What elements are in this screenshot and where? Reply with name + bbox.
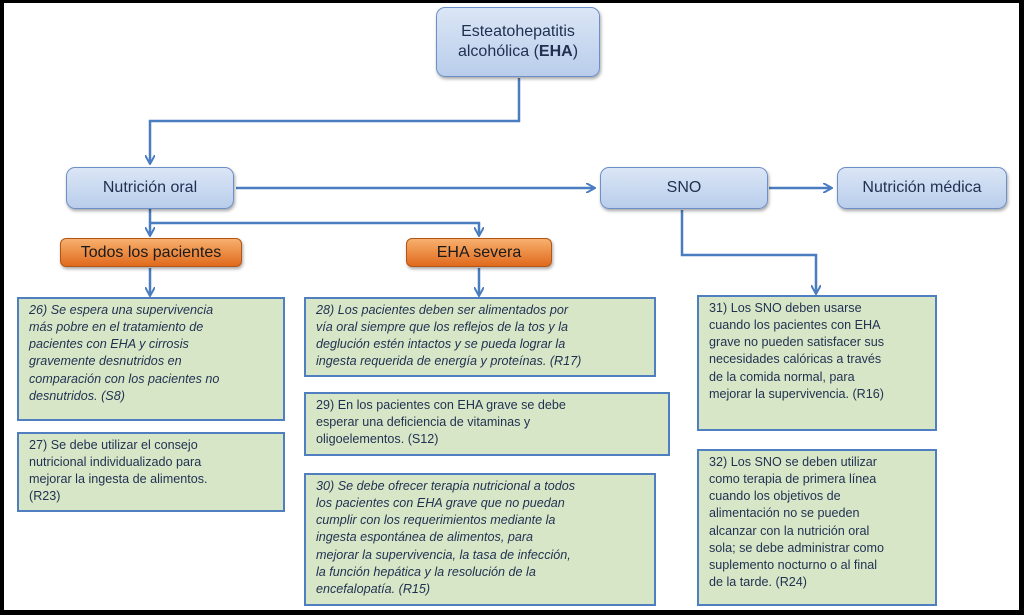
- root-label-bold: EHA: [538, 43, 573, 60]
- connector-sno-to-r31: [680, 210, 816, 293]
- todos-pacientes-label: Todos los pacientes: [80, 243, 222, 261]
- connector-oral-to-eha-severa: [150, 221, 479, 235]
- todos-pacientes-node: Todos los pacientes: [60, 238, 242, 267]
- sno-node: SNO: [600, 167, 768, 209]
- nutricion-oral-label: Nutrición oral: [102, 179, 198, 196]
- recommendation-30: 30) Se debe ofrecer terapia nutricional …: [304, 473, 656, 606]
- recommendation-28: 28) Los pacientes deben ser alimentados …: [304, 297, 656, 377]
- root-node: Esteatohepatitis alcohólica (EHA): [436, 7, 600, 77]
- nutricion-medica-node: Nutrición médica: [837, 167, 1007, 209]
- recommendation-27: 27) Se debe utilizar el consejo nutricio…: [17, 432, 285, 512]
- recommendation-29: 29) En los pacientes con EHA grave se de…: [304, 392, 670, 456]
- connectors: [4, 78, 1019, 610]
- eha-severa-node: EHA severa: [406, 238, 552, 267]
- connector-root-to-oral: [150, 78, 521, 163]
- nutricion-oral-node: Nutrición oral: [66, 167, 234, 209]
- recommendation-32: 32) Los SNO se deben utilizar como terap…: [697, 449, 937, 606]
- root-label: Esteatohepatitis alcohólica (: [457, 23, 575, 60]
- eha-severa-label: EHA severa: [436, 243, 522, 261]
- recommendation-31: 31) Los SNO deben usarse cuando los paci…: [697, 295, 937, 431]
- diagram-canvas: Esteatohepatitis alcohólica (EHA) Nutric…: [4, 3, 1019, 610]
- root-label-end: ): [572, 43, 579, 60]
- nutricion-medica-label: Nutrición médica: [862, 179, 982, 196]
- recommendation-26: 26) Se espera una supervivencia más pobr…: [17, 297, 285, 421]
- sno-label: SNO: [666, 179, 702, 196]
